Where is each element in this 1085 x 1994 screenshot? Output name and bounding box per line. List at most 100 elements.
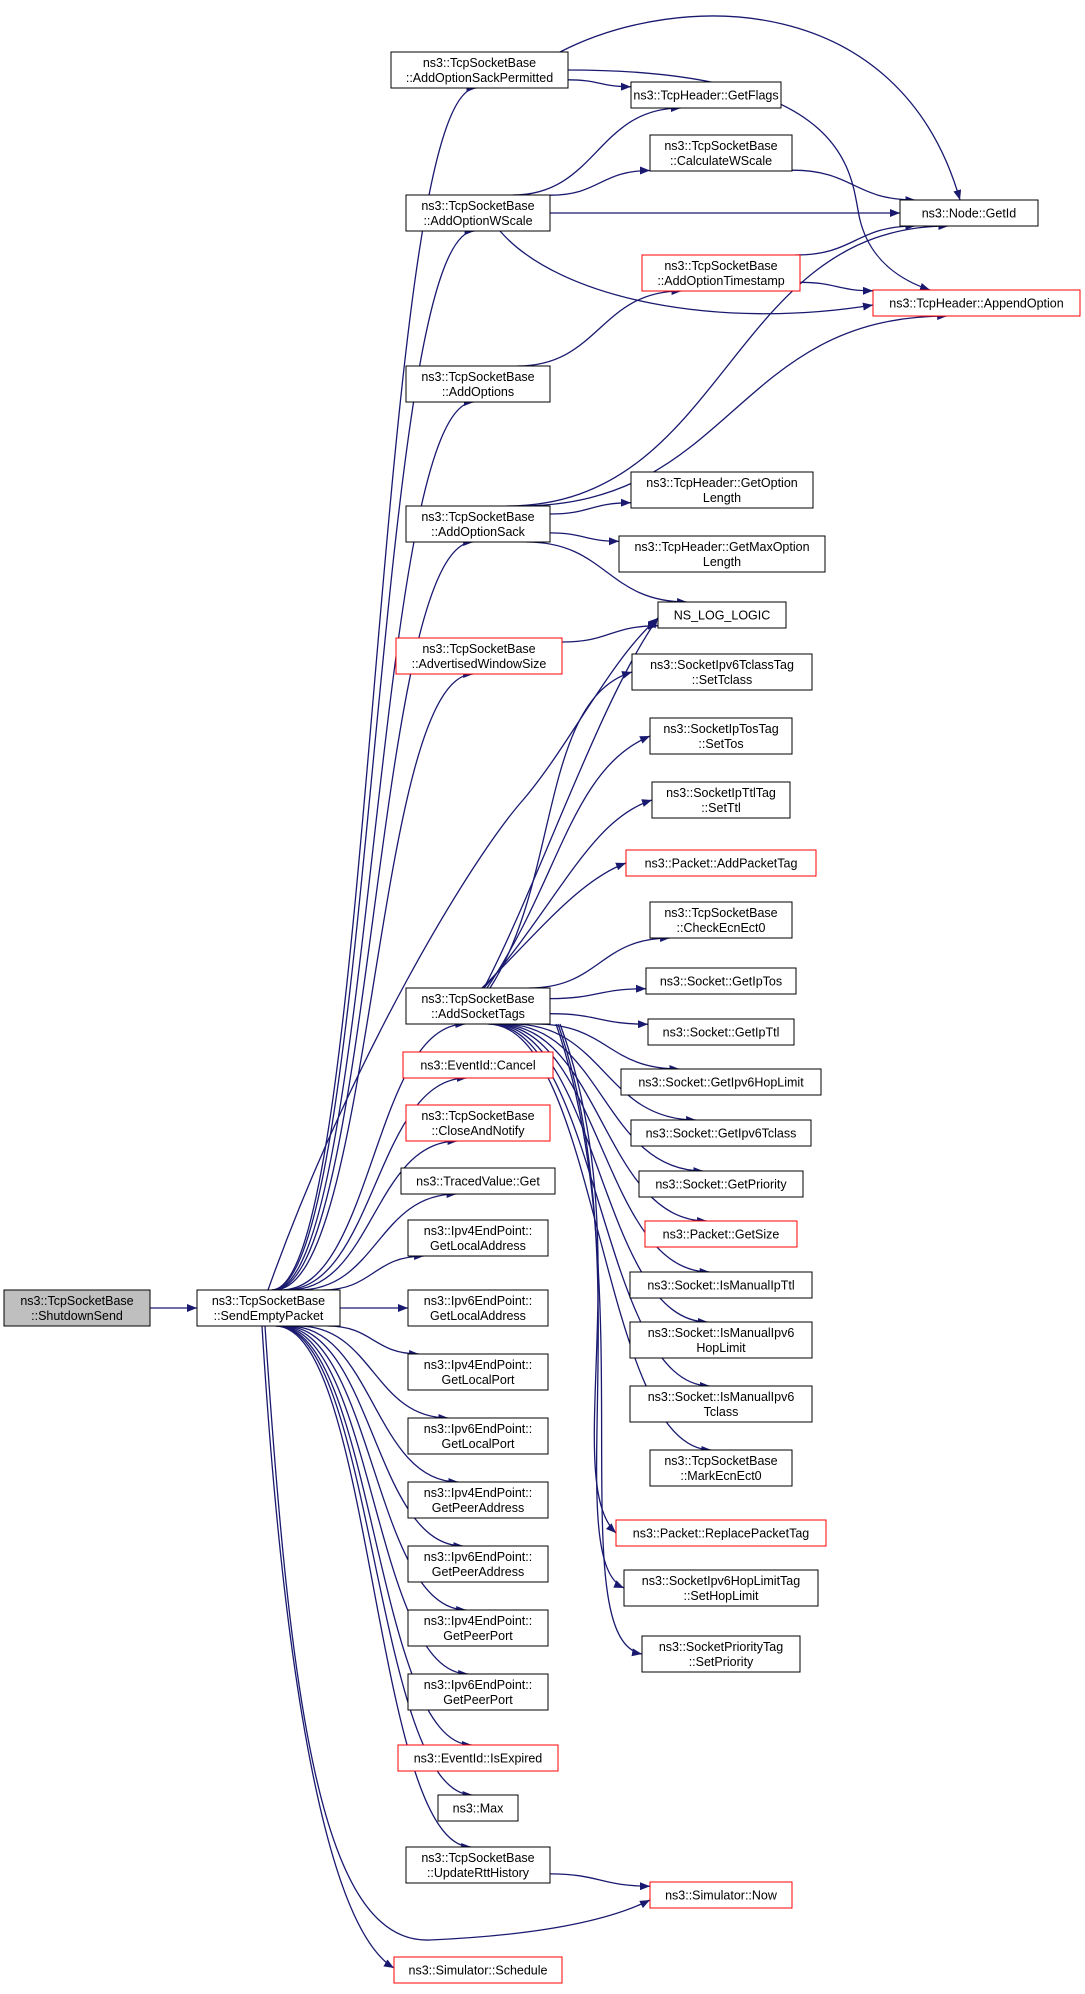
node-advwin[interactable]: ns3::TcpSocketBase::AdvertisedWindowSize [395, 637, 563, 675]
node-label: ns3::TcpSocketBase [422, 642, 535, 656]
node-replacetag[interactable]: ns3::Packet::ReplacePacketTag [615, 1519, 827, 1547]
node-addpkttag[interactable]: ns3::Packet::AddPacketTag [625, 849, 817, 877]
node-gettclass[interactable]: ns3::Socket::GetIpv6Tclass [630, 1119, 812, 1147]
node-getpriority[interactable]: ns3::Socket::GetPriority [638, 1170, 804, 1198]
node-box [407, 1219, 549, 1257]
node-ttltag[interactable]: ns3::SocketIpTtlTag::SetTtl [651, 781, 791, 819]
node-sendempty[interactable]: ns3::TcpSocketBase::SendEmptyPacket [196, 1289, 341, 1327]
edge-socktags-to-getiptos [549, 984, 647, 1000]
node-appendopt[interactable]: ns3::TcpHeader::AppendOption [872, 289, 1081, 317]
edge-opttimestamp-to-getid [795, 222, 916, 256]
node-label: ns3::TcpHeader::GetFlags [633, 89, 778, 103]
node-label: Length [703, 555, 741, 569]
node-box [407, 1289, 549, 1327]
node-rtthist[interactable]: ns3::TcpSocketBase::UpdateRttHistory [405, 1846, 551, 1884]
node-hoplimittag[interactable]: ns3::SocketIpv6HopLimitTag::SetHopLimit [623, 1569, 819, 1607]
node-ip6peeraddr[interactable]: ns3::Ipv6EndPoint::GetPeerAddress [407, 1545, 549, 1583]
edge-sendempty-to-nslog [267, 617, 659, 1291]
node-label: ns3::Socket::GetIpv6HopLimit [638, 1076, 804, 1090]
node-label: ns3::SocketIpTtlTag [666, 786, 776, 800]
node-ip6locport[interactable]: ns3::Ipv6EndPoint::GetLocalPort [407, 1417, 549, 1455]
node-box [395, 637, 563, 675]
node-schedule[interactable]: ns3::Simulator::Schedule [393, 1956, 563, 1984]
node-label: ns3::Packet::GetSize [663, 1228, 780, 1242]
node-calcwscale[interactable]: ns3::TcpSocketBase::CalculateWScale [649, 134, 793, 172]
node-label: ns3::TcpSocketBase [421, 992, 534, 1006]
node-opttimestamp[interactable]: ns3::TcpSocketBase::AddOptionTimestamp [641, 254, 801, 292]
edge-sendempty-to-rtthist [275, 1325, 472, 1851]
node-tclasstag[interactable]: ns3::SocketIpv6TclassTag::SetTclass [631, 653, 813, 691]
edge-socktags-to-gettclass [512, 1023, 697, 1124]
node-max[interactable]: ns3::Max [437, 1794, 519, 1822]
node-getiptos[interactable]: ns3::Socket::GetIpTos [645, 967, 797, 995]
edge-sendempty-to-advwin [274, 670, 474, 1291]
node-ismanttl[interactable]: ns3::Socket::IsManualIpTtl [629, 1271, 813, 1299]
node-prioritytag[interactable]: ns3::SocketPriorityTag::SetPriority [641, 1635, 801, 1673]
node-now[interactable]: ns3::Simulator::Now [649, 1881, 793, 1909]
node-socktags[interactable]: ns3::TcpSocketBase::AddSocketTags [405, 987, 551, 1025]
node-box [630, 1119, 812, 1147]
edge-socktags-to-getsize [497, 1023, 708, 1225]
node-box [899, 199, 1039, 227]
node-tracedget[interactable]: ns3::TracedValue::Get [400, 1167, 556, 1195]
node-getid[interactable]: ns3::Node::GetId [899, 199, 1039, 227]
edge-wscale-to-appendopt [499, 230, 874, 315]
node-box [402, 1051, 554, 1079]
node-label: ns3::EventId::Cancel [420, 1059, 535, 1073]
node-label: ns3::TcpSocketBase [212, 1294, 325, 1308]
node-shutdown[interactable]: ns3::TcpSocketBase::ShutdownSend [3, 1289, 151, 1327]
node-wscale[interactable]: ns3::TcpSocketBase::AddOptionWScale [405, 194, 551, 232]
node-label: HopLimit [696, 1341, 746, 1355]
node-sackperm[interactable]: ns3::TcpSocketBase::AddOptionSackPermitt… [390, 51, 569, 89]
node-label: ns3::Simulator::Schedule [409, 1964, 548, 1978]
node-getipttl[interactable]: ns3::Socket::GetIpTtl [647, 1018, 795, 1046]
node-box [407, 1673, 549, 1711]
node-label: ns3::TcpSocketBase [421, 1851, 534, 1865]
node-ip4peerport[interactable]: ns3::Ipv4EndPoint::GetPeerPort [407, 1609, 549, 1647]
node-box [615, 1519, 827, 1547]
edge-socktags-to-getpriority [502, 1023, 704, 1175]
edge-socktags-to-ttltag [483, 799, 653, 989]
node-box [638, 1170, 804, 1198]
edge-socktags-to-getipttl [549, 1013, 649, 1029]
node-isexpired[interactable]: ns3::EventId::IsExpired [397, 1744, 559, 1772]
node-ip4locaddr[interactable]: ns3::Ipv4EndPoint::GetLocalAddress [407, 1219, 549, 1257]
node-tostag[interactable]: ns3::SocketIpTosTag::SetTos [649, 717, 793, 755]
node-label: ::CalculateWScale [670, 154, 772, 168]
node-checkecn[interactable]: ns3::TcpSocketBase::CheckEcnEct0 [649, 901, 793, 939]
node-addoptions[interactable]: ns3::TcpSocketBase::AddOptions [405, 365, 551, 403]
node-ip6peerport[interactable]: ns3::Ipv6EndPoint::GetPeerPort [407, 1673, 549, 1711]
node-label: GetPeerAddress [432, 1501, 524, 1515]
node-label: ns3::TcpSocketBase [664, 259, 777, 273]
node-nslog[interactable]: NS_LOG_LOGIC [657, 601, 787, 629]
node-label: ns3::Ipv6EndPoint:: [424, 1550, 532, 1564]
edge-sendempty-to-evcancel [283, 1074, 467, 1291]
node-closenotify[interactable]: ns3::TcpSocketBase::CloseAndNotify [405, 1104, 551, 1142]
node-evcancel[interactable]: ns3::EventId::Cancel [402, 1051, 554, 1079]
node-getsize[interactable]: ns3::Packet::GetSize [644, 1220, 798, 1248]
node-box [618, 535, 826, 573]
node-box [407, 1353, 549, 1391]
node-box [649, 901, 793, 939]
node-getflags[interactable]: ns3::TcpHeader::GetFlags [630, 81, 782, 109]
node-box [657, 601, 787, 629]
node-box [623, 1569, 819, 1607]
edge-socktags-to-addpkttag [481, 862, 627, 989]
edge-socktags-to-prioritytag [555, 1023, 643, 1657]
node-optsack[interactable]: ns3::TcpSocketBase::AddOptionSack [405, 505, 551, 543]
node-label: ::UpdateRttHistory [427, 1866, 530, 1880]
edge-addoptions-to-opttimestamp [517, 287, 682, 367]
node-label: ns3::Socket::GetPriority [655, 1178, 787, 1192]
node-markecn[interactable]: ns3::TcpSocketBase::MarkEcnEct0 [649, 1449, 793, 1487]
node-gethoplimit[interactable]: ns3::Socket::GetIpv6HopLimit [620, 1068, 822, 1096]
node-ip4locport[interactable]: ns3::Ipv4EndPoint::GetLocalPort [407, 1353, 549, 1391]
edge-sendempty-to-socktags [280, 1020, 466, 1291]
node-ip6locaddr[interactable]: ns3::Ipv6EndPoint::GetLocalAddress [407, 1289, 549, 1327]
node-label: GetLocalPort [442, 1437, 515, 1451]
node-ip4peeraddr[interactable]: ns3::Ipv4EndPoint::GetPeerAddress [407, 1481, 549, 1519]
